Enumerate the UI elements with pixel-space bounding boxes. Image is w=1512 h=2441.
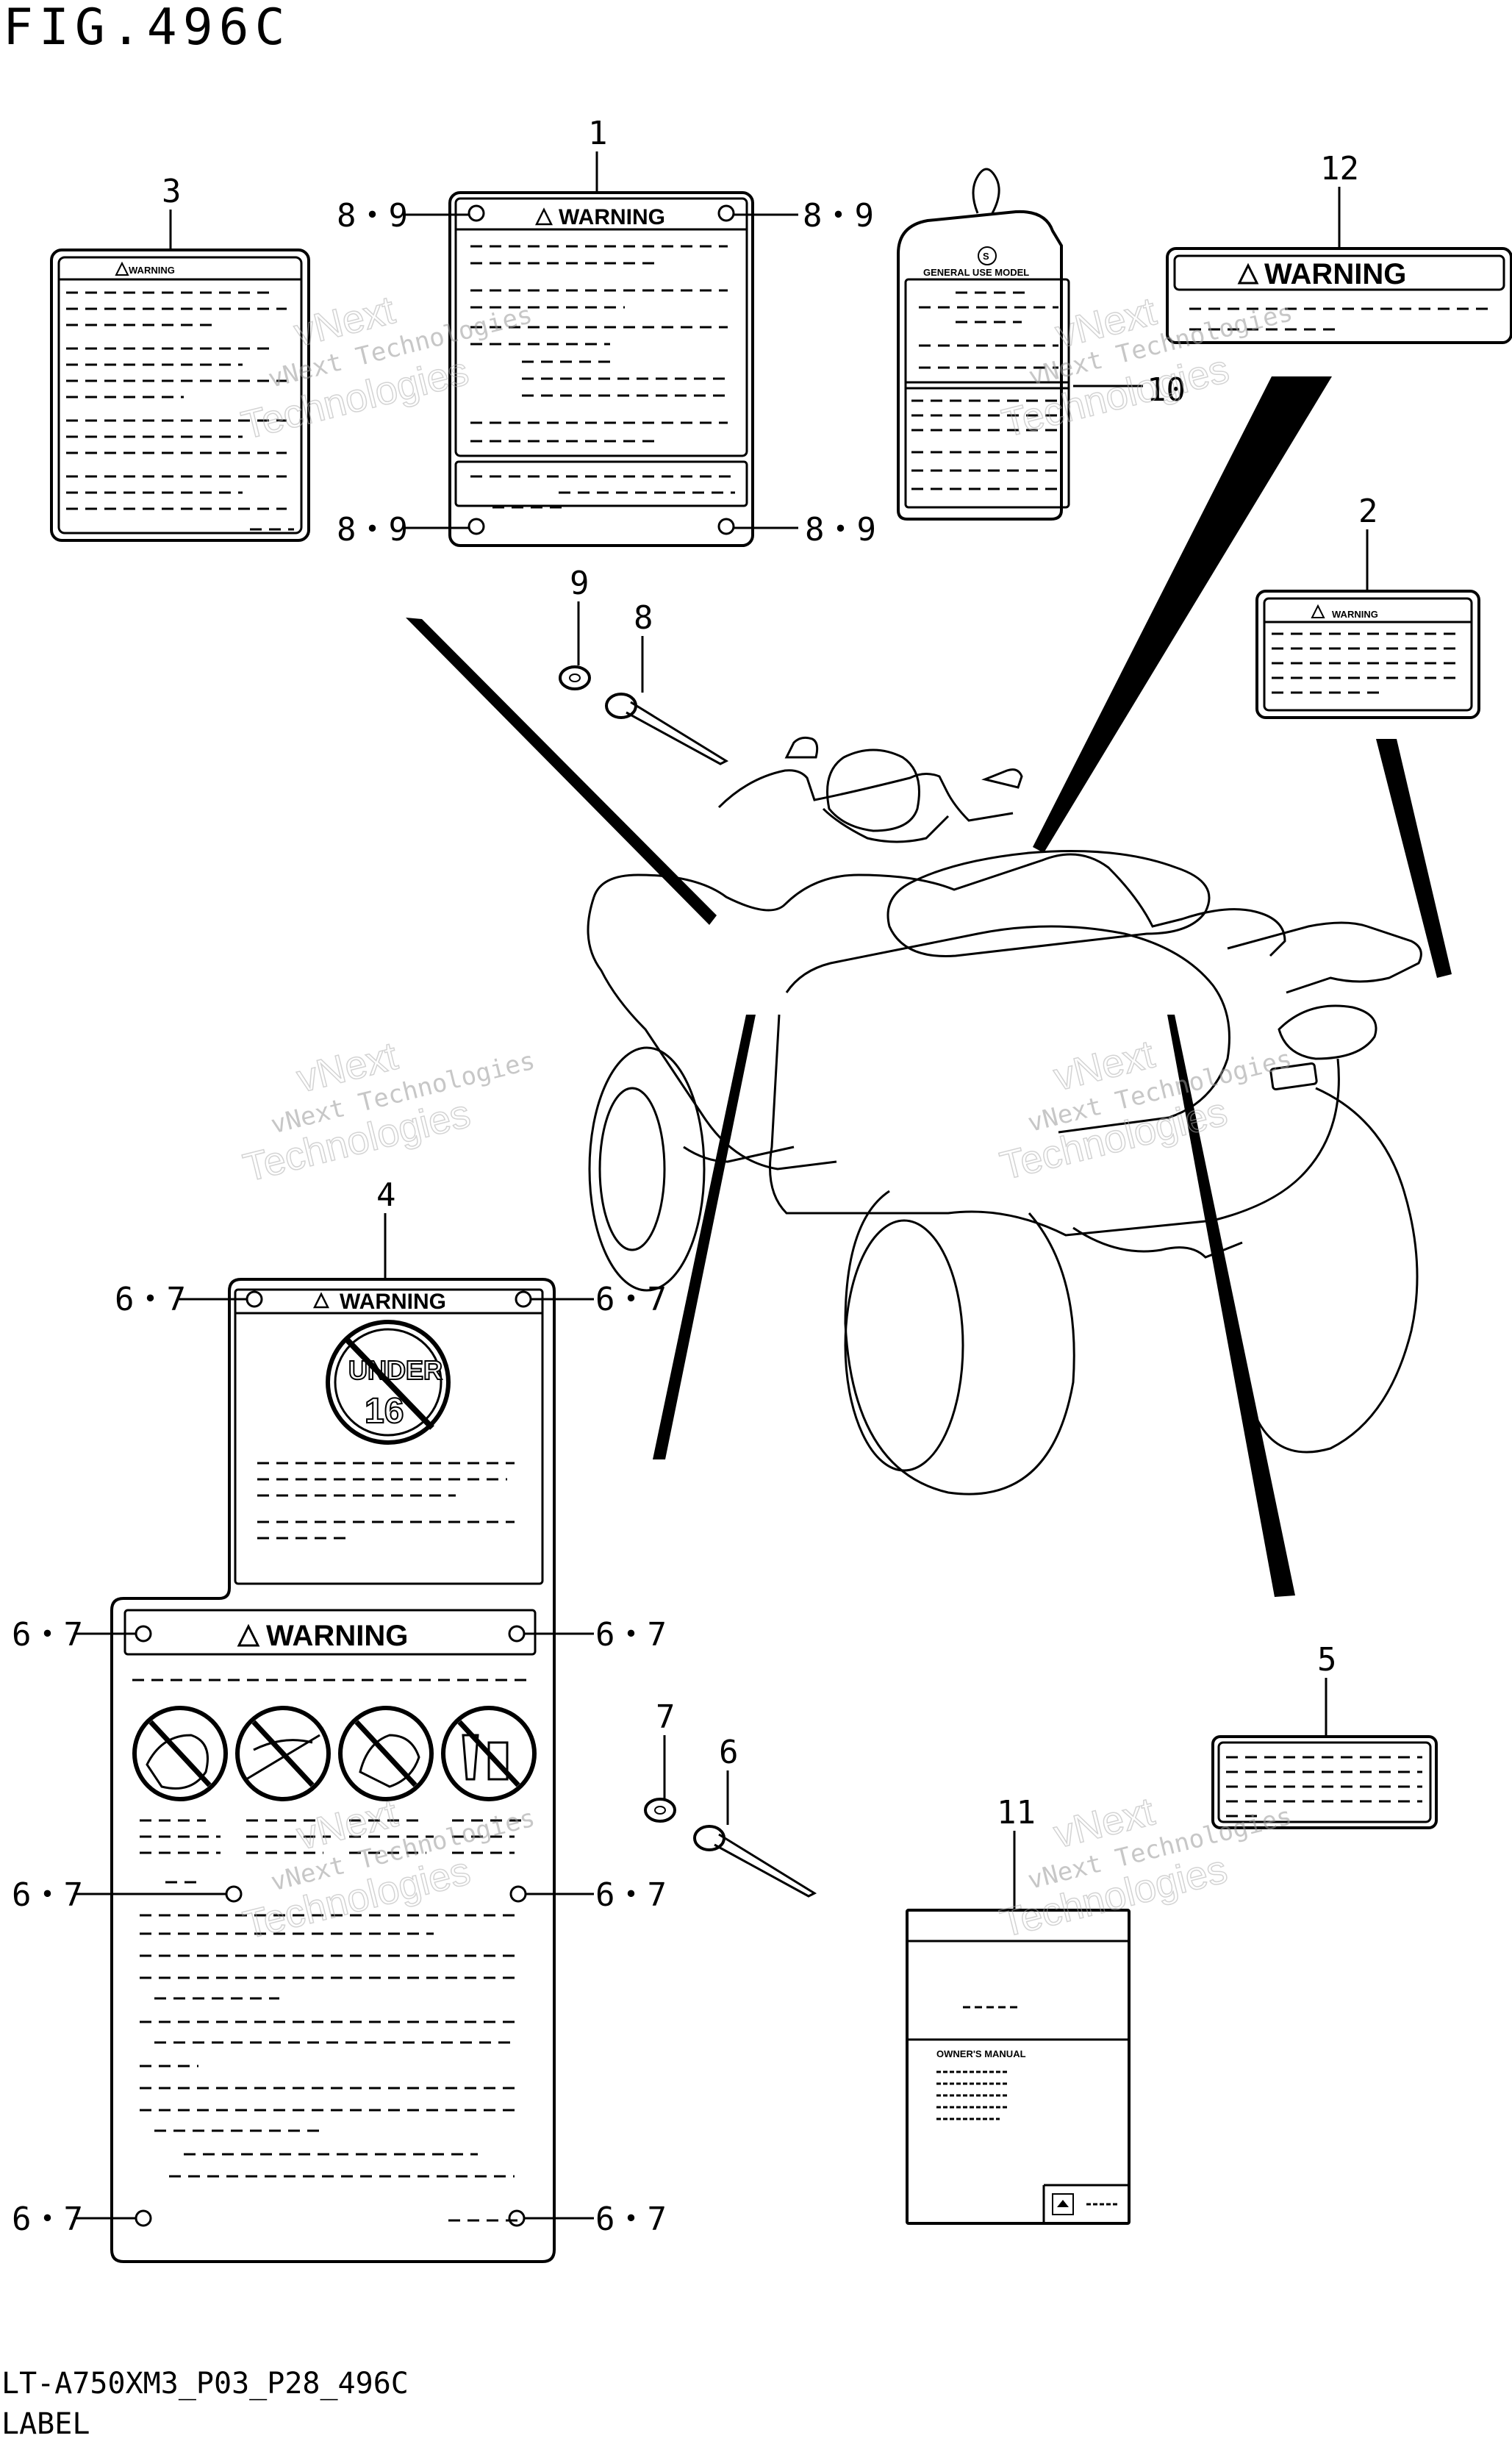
no-passenger-icon [132,1706,228,1801]
warning-triangle-icon [1311,604,1325,618]
owners-manual-title: OWNER'S MANUAL [936,2048,1026,2059]
label-4-warning-lower: WARNING [266,1620,408,1652]
rivet-hole [467,204,485,222]
no-under-16-icon: UNDER 16 [326,1320,451,1445]
rivet-6[interactable] [693,1825,817,1898]
callout-11: 11 [997,1794,1036,1831]
callout-8-9-br: 8・9 [805,511,876,548]
callout-6-7-a: 6・7 [115,1281,186,1318]
warning-triangle-icon [1237,262,1259,285]
pointer-label-1 [406,618,717,925]
label-12-text-lines [1189,307,1492,331]
callout-6-7-e: 6・7 [12,1876,83,1914]
label-10-text-lines [911,291,1062,490]
label-3-text-lines [66,291,294,531]
callout-6-7-g: 6・7 [12,2201,83,2238]
callout-3: 3 [162,173,182,210]
callout-6-7-f: 6・7 [595,1876,667,1914]
label-3-warning: WARNING [129,265,175,276]
callout-6-7-h: 6・7 [595,2201,667,2238]
atv-vehicle-illustration [587,736,1422,1495]
pointer-label-2 [1376,739,1452,978]
label-2[interactable]: WARNING [1255,590,1480,719]
pointer-label-5 [1167,1015,1295,1597]
label-2-text-lines [1272,632,1463,694]
pointer-label-12 [1033,376,1332,853]
label-12-warning: WARNING [1264,258,1406,290]
callout-9-top: 9 [570,565,590,602]
rivet-hole [717,204,735,222]
label-12[interactable]: WARNING [1166,247,1512,344]
figure-caption: LABEL [1,2407,90,2441]
watermark: vNext vNext Technologies Technologies [238,1033,537,1190]
label-5-text-lines [1226,1756,1422,1818]
tag-mark-icon [978,246,997,265]
warning-triangle-icon [115,261,129,276]
pointer-label-4 [653,1015,756,1459]
rivet-8[interactable] [605,693,729,765]
callout-8-top: 8 [634,599,653,637]
callout-1: 1 [588,115,608,152]
label-4[interactable]: WARNING UNDER 16 WARNING [110,1278,556,2263]
callout-5: 5 [1317,1641,1337,1679]
tag-mark: S [983,251,989,262]
callout-6-7-d: 6・7 [595,1616,667,1654]
callout-4: 4 [376,1176,396,1214]
callout-7-bottom: 7 [656,1698,676,1736]
label-4-lower-text-lines [140,1819,522,2222]
callout-10: 10 [1147,371,1186,409]
label-1-warning: WARNING [559,205,665,229]
callout-8-9-tl: 8・9 [337,197,408,235]
brand-logo-icon [1052,2193,1074,2215]
label-4-warning-upper: WARNING [340,1290,446,1314]
label-10-general-use: GENERAL USE MODEL [923,267,1029,278]
callout-8-9-tr: 8・9 [803,197,874,235]
figure-title: FIG.496C [3,0,291,57]
no-helmetless-riding-icon [338,1706,434,1801]
callout-8-9-bl: 8・9 [337,511,408,548]
no-paved-roads-icon [235,1706,331,1801]
svg-text:16: 16 [365,1392,404,1431]
callout-6-7-b: 6・7 [595,1281,667,1318]
callout-12: 12 [1320,150,1359,187]
warning-triangle-icon [312,1292,330,1309]
label-2-warning: WARNING [1332,609,1378,620]
washer-9[interactable] [559,665,591,690]
item-11-owners-manual[interactable]: OWNER'S MANUAL [906,1909,1131,2225]
label-3[interactable]: WARNING [50,249,310,542]
washer-7[interactable] [644,1798,676,1823]
tag-loop [972,168,1000,214]
model-code: LT-A750XM3_P03_P28_496C [1,2367,409,2401]
warning-triangle-icon [237,1623,260,1647]
watermark: vNext vNext Technologies Technologies [995,1032,1294,1189]
callout-2: 2 [1358,493,1378,530]
label-1-text-lines [470,245,735,509]
label-1[interactable]: WARNING [448,191,754,547]
label-10-hang-tag[interactable]: S GENERAL USE MODEL [897,168,1070,521]
callout-6-7-c: 6・7 [12,1616,83,1654]
label-4-upper-text-lines [257,1462,515,1540]
callout-6-bottom: 6 [719,1734,739,1771]
rivet-hole [467,518,485,535]
label-5[interactable] [1211,1735,1438,1829]
rivet-hole [717,518,735,535]
warning-triangle-icon [534,207,553,226]
no-alcohol-icon [441,1706,537,1801]
